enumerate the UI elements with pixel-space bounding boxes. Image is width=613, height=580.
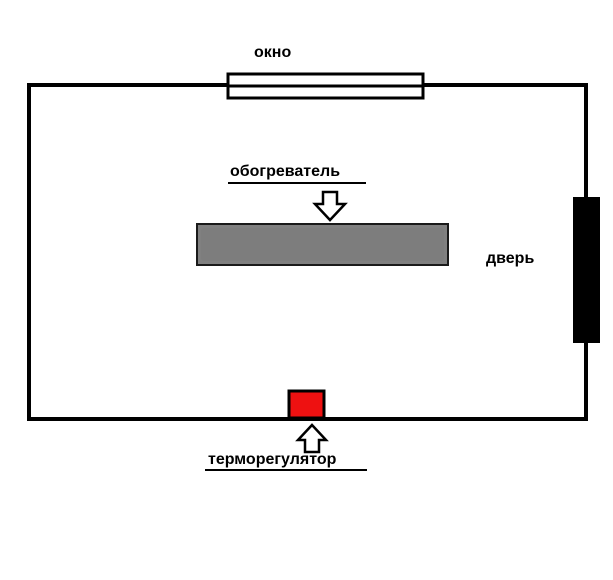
- thermostat-label: терморегулятор: [208, 451, 337, 468]
- thermostat: [287, 389, 326, 420]
- thermostat-arrow-icon: [295, 423, 329, 454]
- door: [573, 197, 600, 343]
- window-label: окно: [254, 44, 291, 61]
- heater-arrow-icon: [312, 190, 348, 222]
- door-label: дверь: [486, 250, 534, 267]
- heater-shading: [201, 228, 444, 261]
- heater-label: обогреватель: [230, 163, 340, 180]
- window: [226, 72, 425, 100]
